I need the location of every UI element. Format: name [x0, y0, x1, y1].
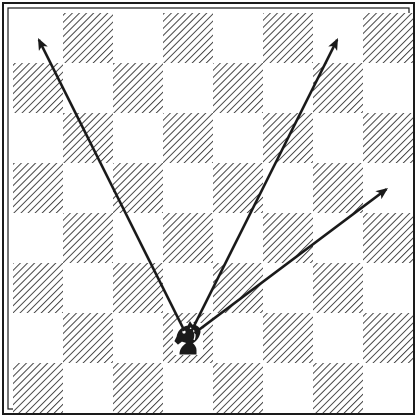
square-f1: [263, 363, 313, 413]
square-b8: [63, 13, 113, 63]
square-c6: [113, 113, 163, 163]
square-b2: [63, 313, 113, 363]
square-a2: [13, 313, 63, 363]
square-e7: [213, 63, 263, 113]
square-h7: [363, 63, 413, 113]
square-a4: [13, 213, 63, 263]
square-h1: [363, 363, 413, 413]
square-b1: [63, 363, 113, 413]
square-d8: [163, 13, 213, 63]
square-g1: [313, 363, 363, 413]
square-d7: [163, 63, 213, 113]
square-b4: [63, 213, 113, 263]
square-c1: [113, 363, 163, 413]
square-d6: [163, 113, 213, 163]
square-h2: [363, 313, 413, 363]
square-g8: [313, 13, 363, 63]
square-a6: [13, 113, 63, 163]
square-g6: [313, 113, 363, 163]
square-h8: [363, 13, 413, 63]
square-g2: [313, 313, 363, 363]
square-c7: [113, 63, 163, 113]
square-f4: [263, 213, 313, 263]
square-f8: [263, 13, 313, 63]
pieces: [173, 322, 203, 355]
square-d5: [163, 163, 213, 213]
square-d1: [163, 363, 213, 413]
square-a8: [13, 13, 63, 63]
square-a3: [13, 263, 63, 313]
square-h6: [363, 113, 413, 163]
square-c8: [113, 13, 163, 63]
square-e1: [213, 363, 263, 413]
square-e6: [213, 113, 263, 163]
square-a5: [13, 163, 63, 213]
square-g3: [313, 263, 363, 313]
square-h3: [363, 263, 413, 313]
square-c2: [113, 313, 163, 363]
square-e8: [213, 13, 263, 63]
square-f3: [263, 263, 313, 313]
black-knight-icon: [173, 322, 203, 355]
square-g5: [313, 163, 363, 213]
square-h5: [363, 163, 413, 213]
square-a1: [13, 363, 63, 413]
square-f2: [263, 313, 313, 363]
square-d4: [163, 213, 213, 263]
square-e2: [213, 313, 263, 363]
square-h4: [363, 213, 413, 263]
square-b3: [63, 263, 113, 313]
